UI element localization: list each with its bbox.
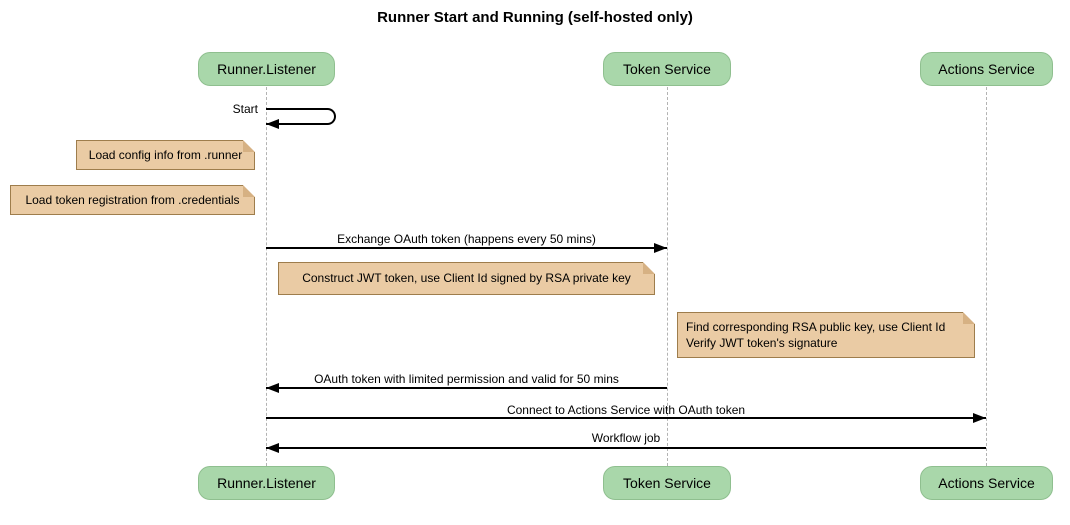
- message-label-exchange: Exchange OAuth token (happens every 50 m…: [337, 232, 596, 246]
- message-label-connect: Connect to Actions Service with OAuth to…: [506, 403, 746, 417]
- message-label-start: Start: [232, 102, 258, 116]
- message-line: [266, 247, 667, 249]
- arrowhead-right-icon: [973, 413, 986, 423]
- message-line: [266, 447, 986, 449]
- participant-actions-service-bottom: Actions Service: [920, 466, 1053, 500]
- note-fold-icon: [243, 140, 255, 152]
- arrowhead-left-icon: [266, 443, 279, 453]
- note-text: Load config info from .runner: [88, 148, 243, 162]
- note-load-credentials: Load token registration from .credential…: [10, 185, 255, 215]
- self-message-loop: [266, 108, 336, 125]
- participant-actions-service-top: Actions Service: [920, 52, 1053, 86]
- note-text: Load token registration from .credential…: [25, 193, 240, 207]
- participant-label: Runner.Listener: [217, 61, 316, 77]
- note-fold-icon: [643, 262, 655, 274]
- note-text-line2: Verify JWT token's signature: [686, 336, 838, 350]
- message-label-workflow: Workflow job: [591, 431, 661, 445]
- participant-runner-listener-bottom: Runner.Listener: [198, 466, 335, 500]
- participant-label: Runner.Listener: [217, 475, 316, 491]
- arrowhead-right-icon: [654, 243, 667, 253]
- participant-runner-listener-top: Runner.Listener: [198, 52, 335, 86]
- message-line: [266, 387, 667, 389]
- lifeline-token-service: [667, 87, 668, 466]
- note-load-config: Load config info from .runner: [76, 140, 255, 170]
- participant-label: Actions Service: [938, 475, 1035, 491]
- lifeline-actions-service: [986, 87, 987, 466]
- diagram-title: Runner Start and Running (self-hosted on…: [377, 9, 693, 26]
- participant-label: Token Service: [623, 475, 711, 491]
- lifeline-runner-listener: [266, 87, 267, 466]
- arrowhead-left-icon: [266, 383, 279, 393]
- participant-token-service-bottom: Token Service: [603, 466, 731, 500]
- note-text: Construct JWT token, use Client Id signe…: [302, 271, 631, 285]
- note-text-line1: Find corresponding RSA public key, use C…: [686, 320, 946, 334]
- message-label-oauth-return: OAuth token with limited permission and …: [314, 372, 619, 386]
- note-fold-icon: [963, 312, 975, 324]
- participant-label: Token Service: [623, 61, 711, 77]
- message-line: [266, 417, 986, 419]
- participant-label: Actions Service: [938, 61, 1035, 77]
- arrowhead-left-icon: [266, 119, 279, 129]
- note-verify-jwt: Find corresponding RSA public key, use C…: [677, 312, 975, 358]
- note-fold-icon: [243, 185, 255, 197]
- note-construct-jwt: Construct JWT token, use Client Id signe…: [278, 262, 655, 295]
- participant-token-service-top: Token Service: [603, 52, 731, 86]
